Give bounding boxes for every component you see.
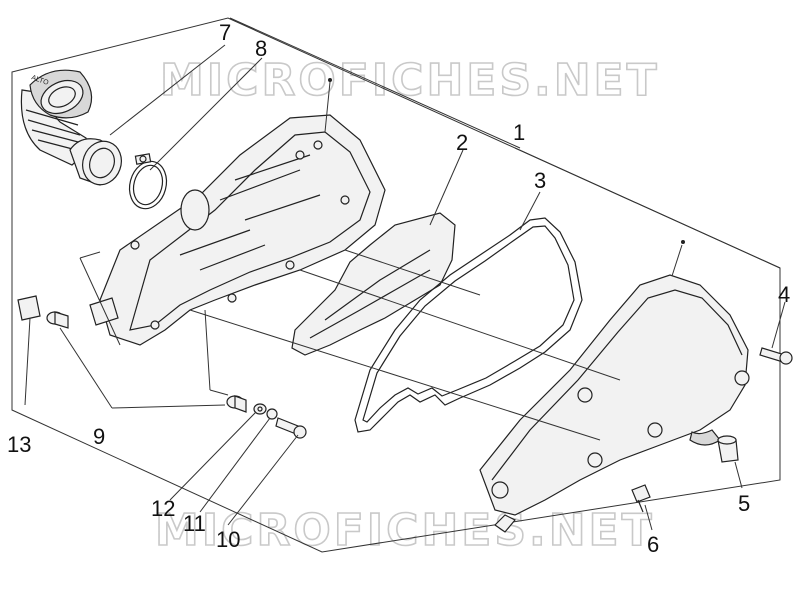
callout-8: 8 xyxy=(255,36,267,61)
airbox-case[interactable] xyxy=(89,114,386,346)
screw-part-4[interactable] xyxy=(759,347,793,365)
callout-6: 6 xyxy=(647,532,659,557)
callout-9: 9 xyxy=(93,424,105,449)
callout-5: 5 xyxy=(738,491,750,516)
callout-2: 2 xyxy=(456,130,468,155)
washer-part-12[interactable] xyxy=(253,403,267,415)
leader-dot-cover xyxy=(681,240,685,244)
leader-dot-case xyxy=(328,78,332,82)
callout-1: 1 xyxy=(513,120,525,145)
clip-nut[interactable] xyxy=(17,295,41,321)
callout-3: 3 xyxy=(534,168,546,193)
screw-part-10[interactable] xyxy=(275,417,307,439)
callout-13: 13 xyxy=(7,432,31,457)
washer-part-11[interactable] xyxy=(266,408,278,420)
bushing-upper[interactable] xyxy=(46,311,69,329)
callout-4: 4 xyxy=(778,282,790,307)
bushing-lower[interactable] xyxy=(226,395,247,413)
callout-12: 12 xyxy=(151,496,175,521)
leader-lines xyxy=(24,17,786,531)
drain-plug[interactable] xyxy=(717,435,739,463)
filter-element[interactable] xyxy=(291,212,456,356)
callout-10: 10 xyxy=(216,527,240,552)
hose-clamp[interactable] xyxy=(124,153,171,213)
bolt-part-6[interactable] xyxy=(631,484,651,513)
gasket[interactable] xyxy=(354,217,583,433)
airbox-cover[interactable] xyxy=(479,274,750,533)
intake-hose[interactable]: ALTO xyxy=(20,69,127,190)
callout-7: 7 xyxy=(219,20,231,45)
assembly-frame xyxy=(11,17,781,553)
callout-11: 11 xyxy=(183,511,206,536)
